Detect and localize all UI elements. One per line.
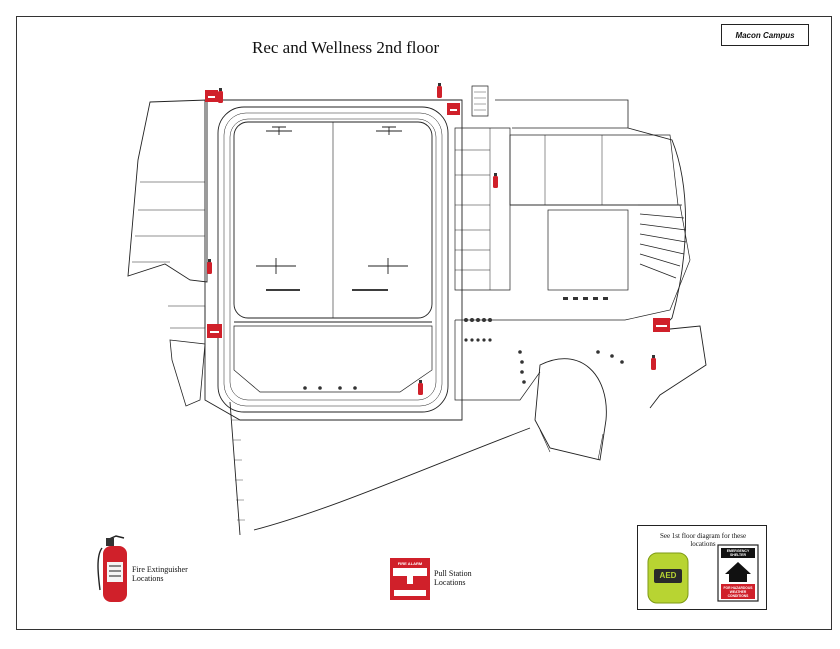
aed-device-label: AED — [659, 571, 677, 580]
east-rooms — [509, 134, 679, 206]
map-title: Rec and Wellness 2nd floor — [252, 38, 440, 57]
shelter-sign-bottom: FOR HAZARDOUS WEATHER CONDITIONS — [723, 586, 753, 598]
aed-shelter-legend: See 1st floor diagram for these location… — [637, 525, 767, 610]
emergency-shelter-sign-icon — [717, 544, 759, 602]
shelter-sign-top: EMERGENCY SHELTER — [726, 549, 750, 557]
walkway — [229, 401, 531, 536]
campus-label: Macon Campus — [721, 24, 809, 46]
mac-area — [233, 325, 433, 393]
pull-station-sign-text: FIRE ALARM — [397, 561, 423, 566]
legend-fire-extinguisher-icon — [97, 535, 127, 602]
aed-icon — [647, 552, 689, 604]
core-rooms — [454, 127, 511, 291]
map-frame — [16, 16, 832, 630]
fire-extinguisher-icon — [207, 83, 656, 395]
pull-station-legend-label: Pull Station Locations — [434, 569, 472, 587]
pull-station-icon — [205, 90, 670, 338]
aed-note: See 1st floor diagram for these location… — [659, 532, 747, 548]
running-track — [217, 106, 449, 413]
west-wing — [127, 99, 208, 283]
fire-extinguisher-legend-label: Fire Extinguisher Locations — [132, 565, 188, 583]
lounge — [534, 358, 607, 461]
legend-pull-station-icon — [390, 558, 430, 600]
gym-outline — [204, 99, 463, 421]
